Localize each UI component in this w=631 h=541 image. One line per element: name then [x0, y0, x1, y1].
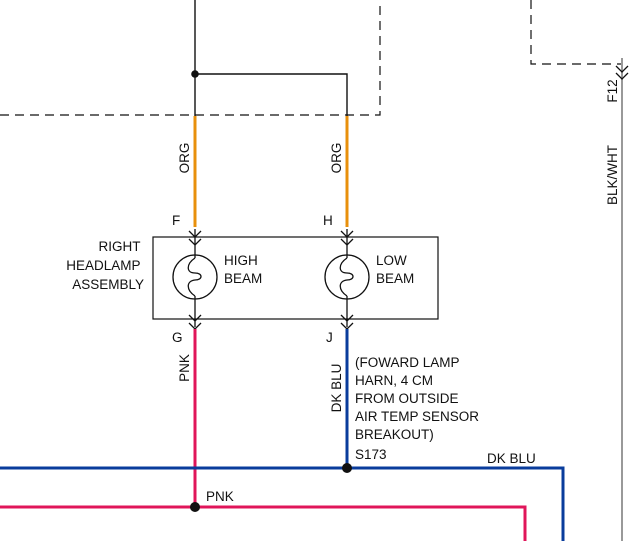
pnk-label-horizontal: PNK [206, 489, 234, 504]
low-beam-label: LOW BEAM [376, 253, 414, 286]
assembly-name-line: RIGHT [98, 239, 140, 254]
dkblu-wire-horizontal [0, 466, 565, 541]
assembly-name-line: HEADLAMP [66, 258, 140, 273]
org-label-right: ORG [329, 143, 344, 174]
upper-black-wiring [194, 0, 348, 117]
pin-j-label: J [326, 330, 333, 345]
left-module-boundary [0, 0, 381, 116]
pin-h-label: H [323, 213, 333, 228]
s173-splice-dot [342, 463, 352, 473]
lamp-symbols [172, 229, 370, 330]
dkblu-label-vertical: DK BLU [329, 364, 344, 413]
splice-id-label: S173 [355, 447, 387, 462]
splice-note-line: FROM OUTSIDE [355, 391, 459, 406]
splice-note-line: AIR TEMP SENSOR [355, 409, 479, 424]
f12-connector-icon [615, 65, 629, 80]
ground-wires [0, 329, 565, 541]
org-label-left: ORG [177, 143, 192, 174]
dashed-boundaries [0, 0, 622, 116]
low-beam-bulb-icon [324, 229, 370, 330]
blkwht-label: BLK/WHT [605, 145, 620, 205]
pin-f-label: F [172, 213, 180, 228]
low-beam-label-line: LOW [376, 253, 407, 268]
right-module-boundary [530, 0, 622, 65]
feed-splice-dot [191, 70, 199, 78]
assembly-name: RIGHT HEADLAMP ASSEMBLY [66, 239, 144, 292]
splice-note-line: (FOWARD LAMP [355, 355, 459, 370]
headlamp-assembly-box [152, 236, 439, 320]
high-beam-label-line: BEAM [224, 271, 262, 286]
pnk-splice-dot [190, 502, 200, 512]
dkblu-label-horizontal: DK BLU [487, 451, 536, 466]
feed-branch-wire [195, 73, 348, 117]
low-beam-label-line: BEAM [376, 271, 414, 286]
orange-wires [193, 116, 349, 227]
assembly-name-line: ASSEMBLY [72, 277, 144, 292]
high-beam-label: HIGH BEAM [224, 253, 262, 286]
high-beam-label-line: HIGH [224, 253, 258, 268]
high-beam-bulb-icon [172, 229, 218, 330]
splice-note-line: BREAKOUT) [355, 427, 434, 442]
pnk-label-vertical: PNK [177, 354, 192, 382]
splice-note-line: HARN, 4 CM [355, 373, 433, 388]
splice-note: (FOWARD LAMP HARN, 4 CM FROM OUTSIDE AIR… [355, 355, 483, 442]
pnk-wire-horizontal [0, 505, 527, 541]
f12-label: F12 [605, 79, 620, 102]
pin-g-label: G [172, 330, 183, 345]
